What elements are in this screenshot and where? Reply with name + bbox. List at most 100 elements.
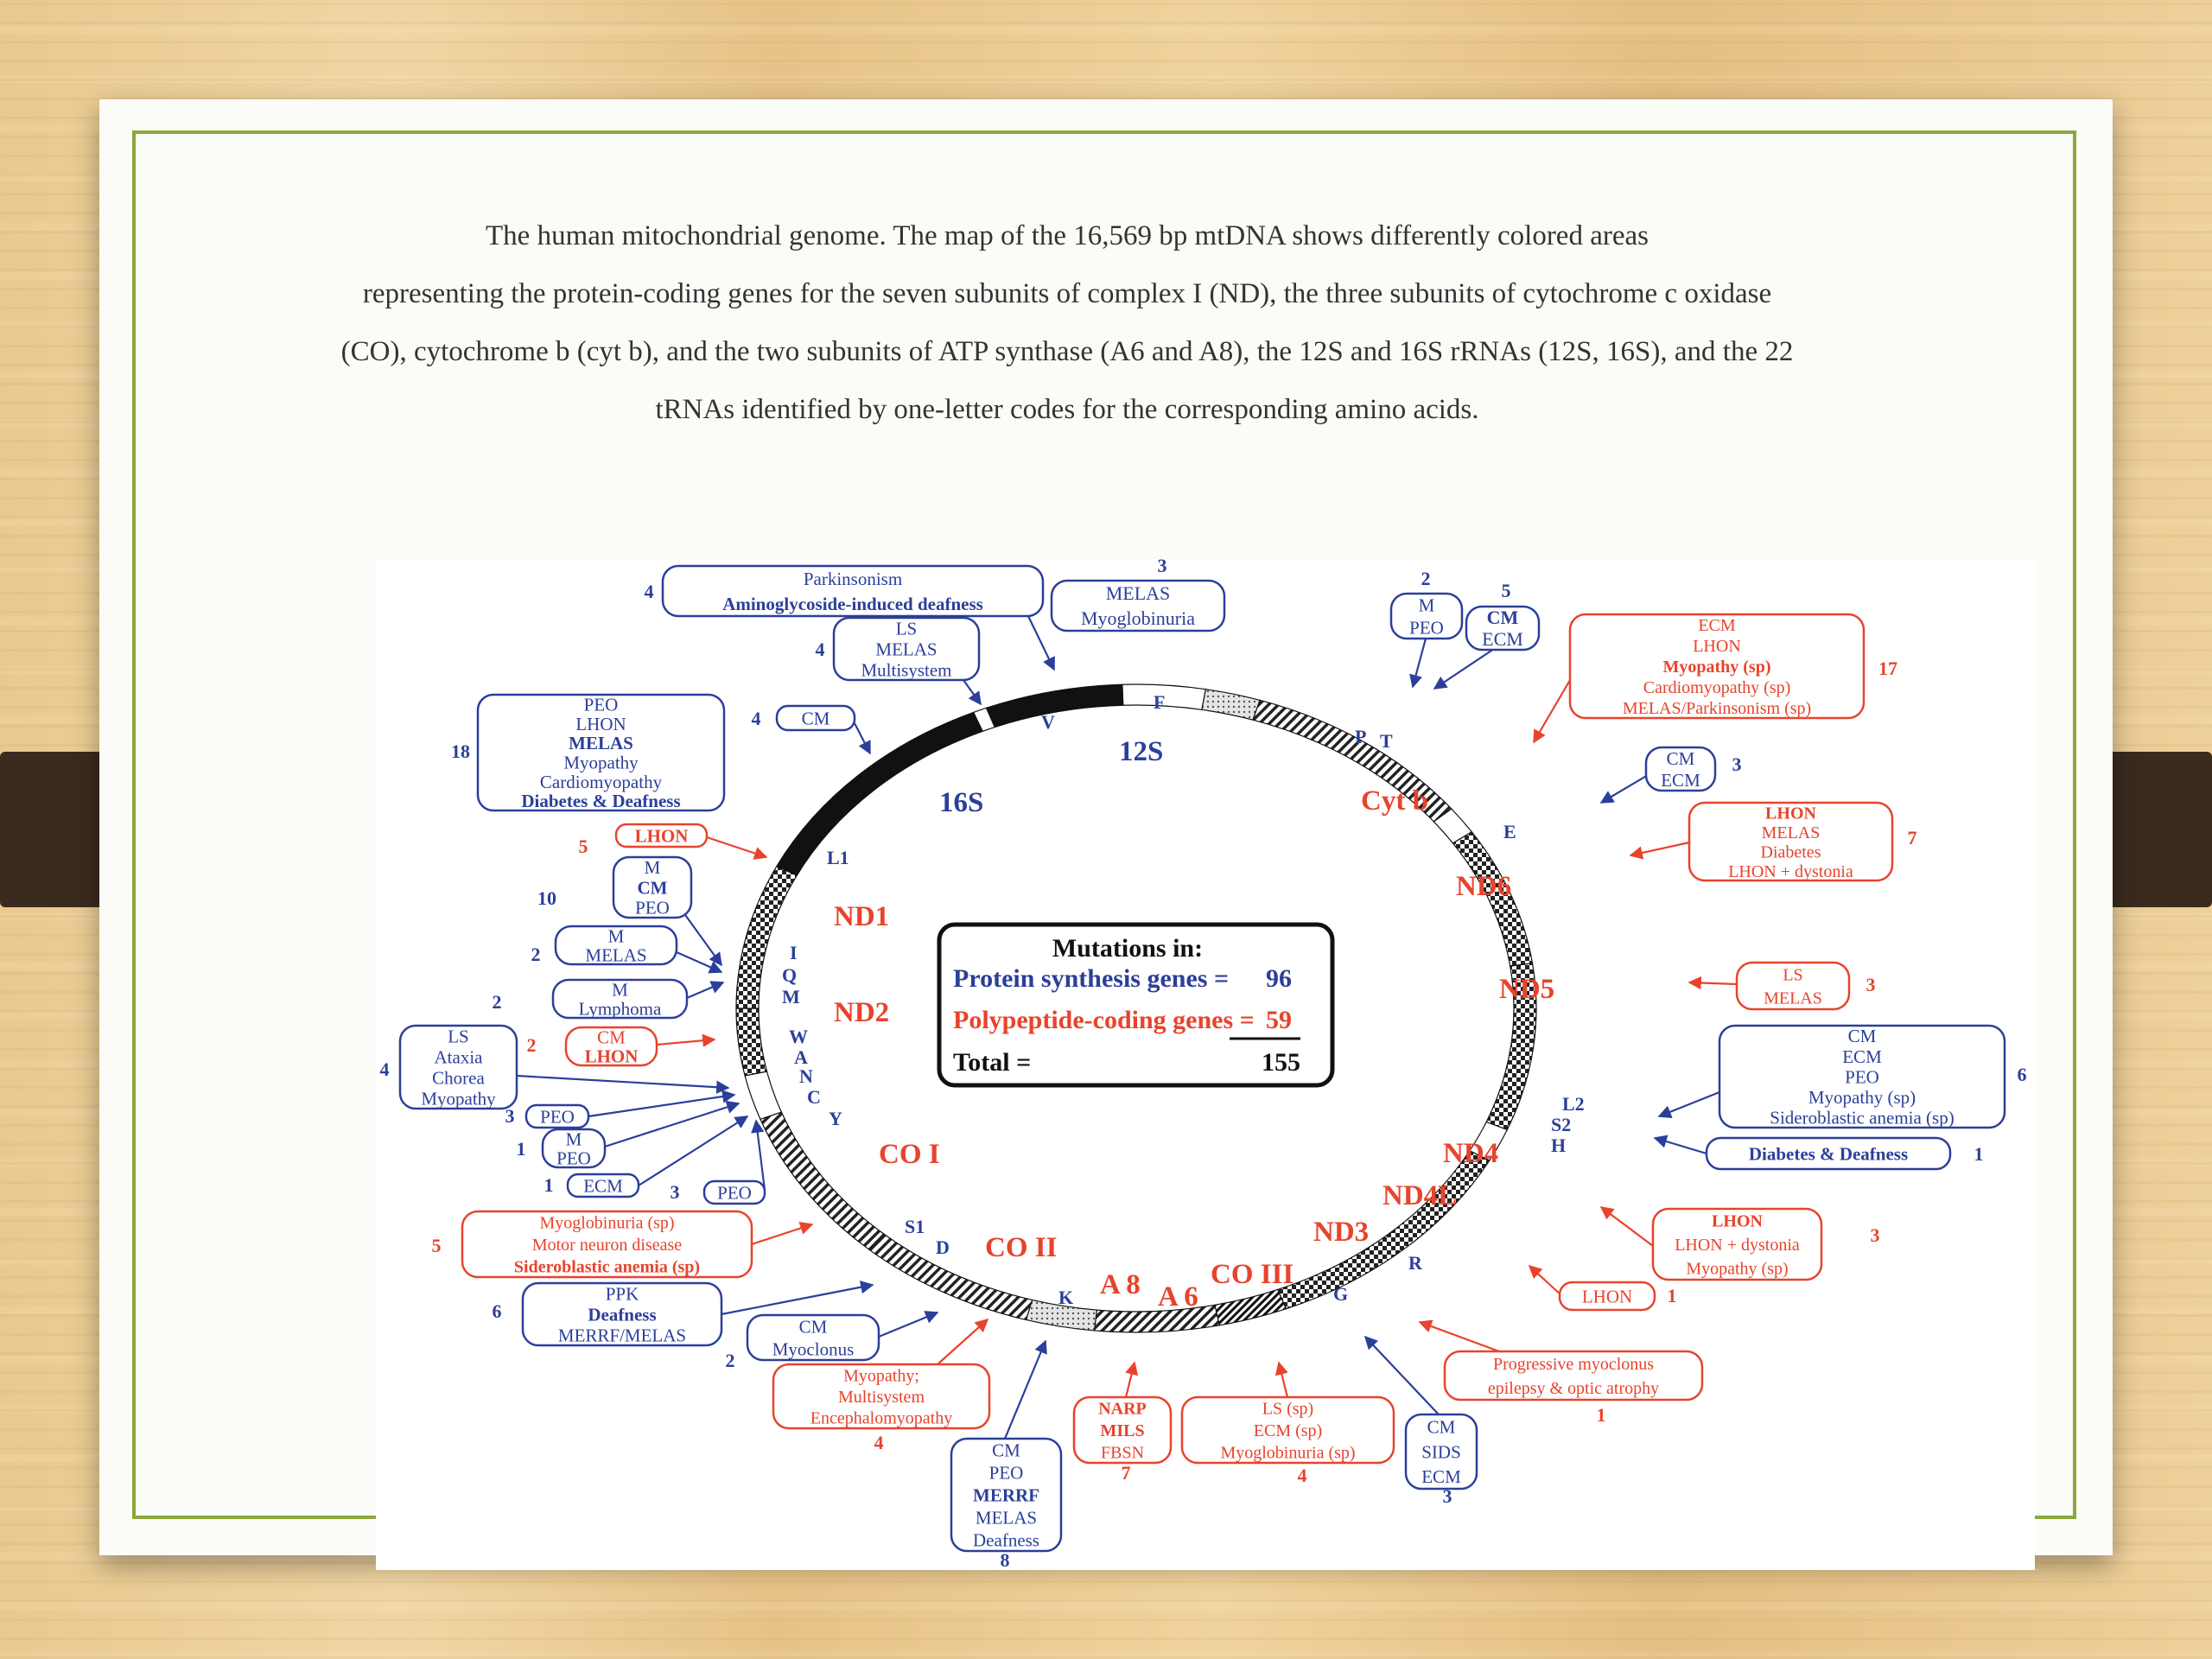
annotation-box-outline <box>1644 746 1717 792</box>
annotation-arrow <box>686 981 725 1000</box>
polypeptide-coding-value: 59 <box>1266 1006 1292 1034</box>
annotation-line: M <box>1419 594 1435 615</box>
protein-synthesis-label: Protein synthesis genes = <box>953 964 1229 993</box>
annotation-line: PEO <box>540 1106 575 1127</box>
annotation-count: 4 <box>380 1058 390 1080</box>
annotation-line: MERRF <box>973 1484 1039 1505</box>
annotation-line: Deafness <box>588 1304 656 1325</box>
annotation-arrow <box>1363 1335 1440 1415</box>
annotation-arrow <box>1003 1339 1047 1440</box>
total-value: 155 <box>1262 1048 1300 1077</box>
annotation-line: Diabetes <box>1761 842 1821 861</box>
annotation-line: MERRF/MELAS <box>558 1325 686 1345</box>
annotation-line: MELAS <box>1764 989 1822 1008</box>
annotation-box-outline <box>541 1128 607 1169</box>
annotation-box-outline <box>398 1024 518 1110</box>
annotation-count: 7 <box>1122 1462 1131 1484</box>
annotation-box-outline <box>1568 613 1866 720</box>
annotation-line: Myopathy <box>563 753 639 773</box>
annotation-line: ECM <box>1661 770 1700 791</box>
trna-r-label: R <box>1408 1252 1423 1274</box>
annotation-count: 6 <box>2018 1064 2027 1085</box>
annotation-box-outline <box>1443 1350 1704 1402</box>
annotation-count: 10 <box>537 887 556 909</box>
annotation-arrow <box>588 1090 736 1118</box>
annotation-count: 4 <box>752 708 761 729</box>
annotation-line: Deafness <box>973 1529 1039 1550</box>
annotation-box-outline <box>551 978 689 1020</box>
annotation-b7: PEOLHONMELASMyopathyCardiomyopathyDiabet… <box>451 693 726 812</box>
annotation-line: Myopathy (sp) <box>1686 1259 1788 1278</box>
annotation-box-outline <box>775 704 856 732</box>
annotation-arrow <box>1657 1090 1720 1119</box>
gene-nd4l-label: ND4L <box>1382 1180 1457 1211</box>
annotation-count: 3 <box>505 1105 515 1127</box>
annotation-count: 2 <box>1421 568 1431 589</box>
annotation-count: 8 <box>1001 1549 1010 1570</box>
annotation-arrow <box>706 836 768 860</box>
annotation-box-outline <box>702 1179 766 1205</box>
annotation-line: PEO <box>584 695 619 715</box>
annotation-line: Chorea <box>432 1067 485 1088</box>
annotation-b31: LS (sp)ECM (sp)Myoglobinuria (sp)4 <box>1180 1395 1395 1486</box>
annotation-arrow <box>1653 1135 1707 1155</box>
trna-a-label: A <box>794 1046 808 1068</box>
gene-16s-label: 16S <box>939 787 983 818</box>
gene-nd4-label: ND4 <box>1443 1138 1498 1169</box>
annotation-arrow <box>656 1033 716 1047</box>
annotation-line: Diabetes & Deafness <box>521 791 680 811</box>
annotation-arrow <box>1533 679 1571 744</box>
annotation-line: MELAS <box>1106 582 1171 604</box>
annotation-box-outline <box>566 1173 640 1198</box>
annotation-line: ECM <box>1482 628 1523 650</box>
annotation-line: PPK <box>606 1283 639 1304</box>
annotation-box-outline <box>832 616 981 682</box>
annotation-line: Myopathy (sp) <box>1662 658 1770 677</box>
trna-e-label: E <box>1503 821 1516 842</box>
figure-caption: The human mitochondrial genome. The map … <box>246 207 1888 439</box>
annotation-arrow <box>1027 615 1055 671</box>
annotation-line: LHON <box>1693 637 1741 656</box>
annotation-box-outline <box>461 1210 753 1279</box>
annotation-count: 1 <box>517 1138 526 1160</box>
annotation-line: Parkinsonism <box>804 569 902 589</box>
gene-12s-label: 12S <box>1119 736 1163 767</box>
annotation-line: MELAS <box>976 1507 1037 1528</box>
annotation-line: SIDS <box>1421 1441 1461 1462</box>
annotation-line: LS <box>1783 966 1802 985</box>
mutations-summary-box: Mutations in: Protein synthesis genes = … <box>937 922 1335 1088</box>
annotation-line: FBSN <box>1101 1443 1144 1462</box>
annotation-count: 1 <box>544 1174 554 1196</box>
annotation-line: Encephalomyopathy <box>810 1409 952 1428</box>
annotation-b20: PEO 3 <box>505 1103 590 1129</box>
gene-nd3-label: ND3 <box>1313 1217 1369 1248</box>
annotation-line: LS <box>448 1026 469 1046</box>
annotation-line: ECM <box>1421 1466 1461 1487</box>
annotation-line: Myopathy; <box>843 1366 919 1385</box>
mtdna-map-figure: 12S 16S ND1 ND2 CO I CO II A 8 A 6 CO II… <box>376 559 2035 1570</box>
gene-nd6-label: ND6 <box>1456 871 1511 902</box>
annotation-count: 1 <box>1597 1404 1606 1426</box>
annotation-line: Myoclonus <box>772 1338 855 1359</box>
annotation-line: Lymphoma <box>579 998 662 1019</box>
annotation-line: NARP <box>1098 1400 1147 1419</box>
annotation-b8: CM4 <box>752 704 856 732</box>
annotation-count: 4 <box>874 1432 884 1453</box>
annotation-box-outline <box>1558 1281 1656 1312</box>
annotation-line: Myoglobinuria (sp) <box>539 1214 674 1233</box>
annotation-line: LHON + dystonia <box>1728 862 1853 881</box>
annotation-count: 2 <box>493 991 502 1013</box>
trna-n-label: N <box>799 1065 813 1087</box>
trna-i-label: I <box>790 942 798 963</box>
annotation-line: CM <box>597 1027 626 1047</box>
trna-c-label: C <box>807 1086 821 1108</box>
annotation-box-outline <box>1465 605 1541 652</box>
